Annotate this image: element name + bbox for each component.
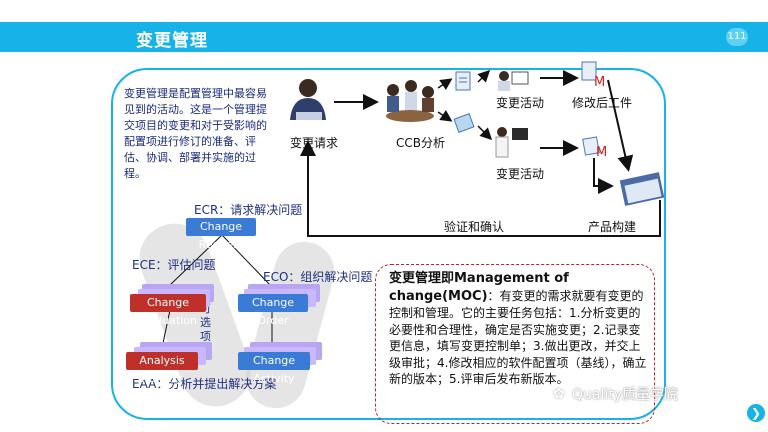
ccb-meeting-icon: [386, 80, 434, 122]
modified-document-icon: M: [581, 61, 605, 90]
modified-artifacts-label: 修改后工件: [572, 96, 633, 110]
title-bar: 变更管理 111: [0, 22, 768, 52]
eco-label: ECO：组织解决问题: [263, 270, 373, 284]
change-request-box: Change Request: [186, 218, 256, 251]
intro-text: 变更管理是配置管理中最容易见到的活动。这是一个管理提交项目的变更和对于受影响的配…: [124, 87, 267, 180]
watermark-text: Quality质量学院: [572, 387, 679, 403]
moc-body: ：有变更的需求就要有变更的控制和管理。它的主要任务包括：1.分析变更的必要性和合…: [389, 288, 647, 387]
next-slide-arrow-icon[interactable]: ❯: [747, 404, 765, 422]
requester-person-icon: [290, 79, 326, 120]
product-build-label: 产品构建: [588, 220, 637, 234]
worker-computer-icon: [498, 71, 529, 91]
change-activity-bottom-label: 变更活动: [496, 167, 545, 181]
analysis-activity-box: Analysis Activity: [126, 352, 198, 385]
document-icon: [455, 71, 471, 91]
page-title: 变更管理: [136, 31, 208, 51]
verify-validate-label: 验证和确认: [444, 220, 505, 234]
moc-description: 变更管理即Management of change(MOC)：有变更的需求就要有…: [389, 270, 651, 388]
svg-text:M: M: [594, 75, 605, 90]
moc-dashed-box: [375, 264, 655, 424]
eaa-label: EAA：分析并提出解决方案: [132, 377, 277, 391]
change-evaluation-box: Change Evaluation: [130, 294, 206, 327]
svg-text:M: M: [596, 145, 607, 160]
product-build-icon: [619, 172, 665, 206]
modified-document-icon: M: [582, 136, 607, 160]
moc-title: 变更管理即Management of change(MOC): [389, 271, 569, 304]
document-icon: [453, 113, 475, 133]
page-number-badge: 111: [726, 28, 748, 46]
ecr-label: ECR：请求解决问题: [194, 203, 303, 217]
change-order-box: Change Order: [238, 294, 308, 327]
change-activity-box: Change Activity: [238, 352, 310, 385]
ccb-analysis-label: CCB分析: [396, 136, 445, 150]
change-request-label: 变更请求: [290, 136, 339, 150]
worker-computer-icon: [495, 127, 528, 158]
change-activity-top-label: 变更活动: [496, 96, 545, 110]
wechat-icon: ✿: [553, 386, 565, 402]
ece-label: ECE：评估问题: [132, 258, 216, 272]
